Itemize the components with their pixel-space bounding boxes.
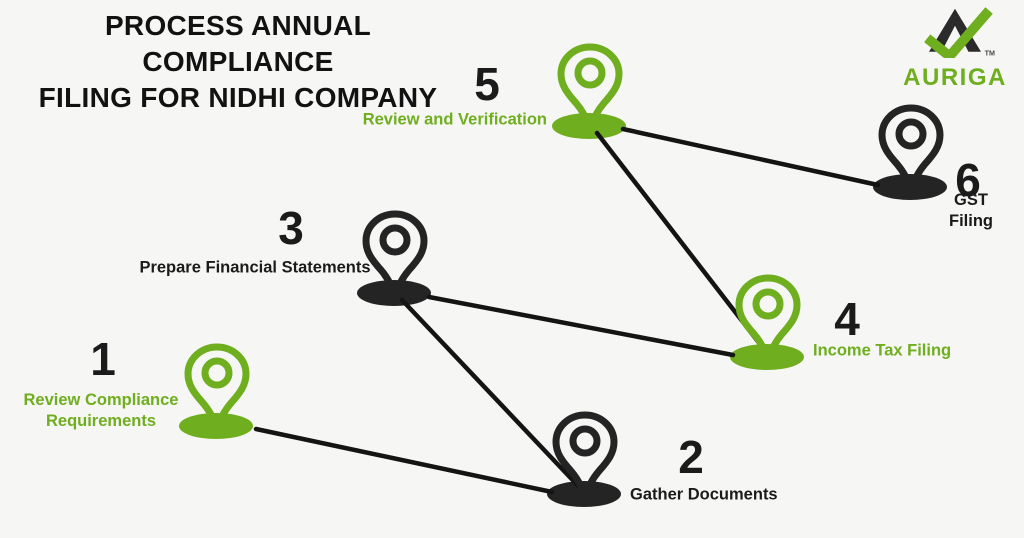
map-pin-1 [184, 343, 250, 434]
auriga-logo-icon: TM [924, 7, 995, 64]
map-pin-6 [878, 104, 944, 195]
step-label-prepare-financial-statements: Prepare Financial Statements [139, 258, 371, 277]
connector-3-2 [399, 297, 586, 494]
step-number-5: 5 [474, 58, 500, 110]
step-number-4: 4 [834, 293, 860, 345]
connector-1-2 [253, 426, 555, 495]
step-number-1: 1 [90, 333, 116, 385]
title-line-2: FILING FOR NIDHI COMPANY [38, 82, 438, 113]
trademark-symbol: TM [985, 49, 995, 57]
step-number-6: 6 [955, 154, 981, 206]
step-label-gather-documents: Gather Documents [630, 485, 778, 504]
page-title: PROCESS ANNUAL COMPLIANCE FILING FOR NID… [12, 8, 464, 116]
brand-logo: TM AURIGA [900, 6, 1010, 92]
step-label-income-tax-filing: Income Tax Filing [813, 341, 952, 360]
step-number-3: 3 [278, 202, 304, 254]
title-line-1: PROCESS ANNUAL COMPLIANCE [104, 10, 372, 77]
connector-3-4 [426, 294, 736, 358]
step-label-review-compliance-requirements: Review Compliance Requirements [23, 391, 179, 430]
connector-5-6 [620, 126, 881, 188]
map-pin-5 [557, 43, 623, 134]
map-pin-4 [735, 274, 801, 365]
step-label-gst-filing: GST Filing [949, 191, 993, 230]
map-pin-2 [552, 411, 618, 502]
step-label-review-and-verification: Review and Verification [362, 110, 547, 129]
brand-name: AURIGA [903, 64, 1007, 91]
step-number-2: 2 [678, 431, 704, 483]
map-pin-3 [362, 210, 428, 301]
